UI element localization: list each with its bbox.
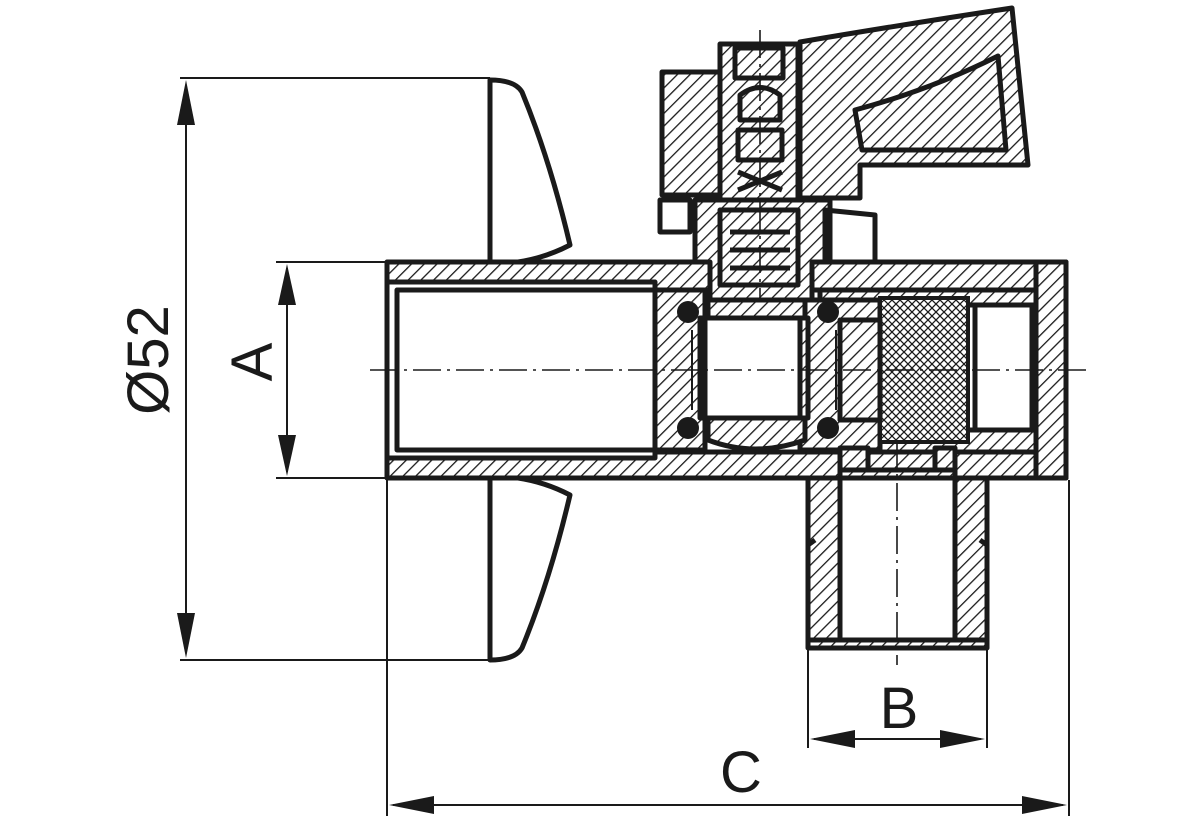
stem-handle <box>657 5 1031 303</box>
dimension-c-label: C <box>720 740 762 805</box>
rosette-cover <box>487 77 573 663</box>
dimension-b-label: B <box>880 676 919 741</box>
diameter-label: Ø52 <box>116 305 181 415</box>
center-lines <box>370 30 1088 665</box>
dimension-lines <box>177 77 1070 816</box>
outlet-branch <box>805 445 990 651</box>
dimension-a-label: A <box>220 342 285 381</box>
